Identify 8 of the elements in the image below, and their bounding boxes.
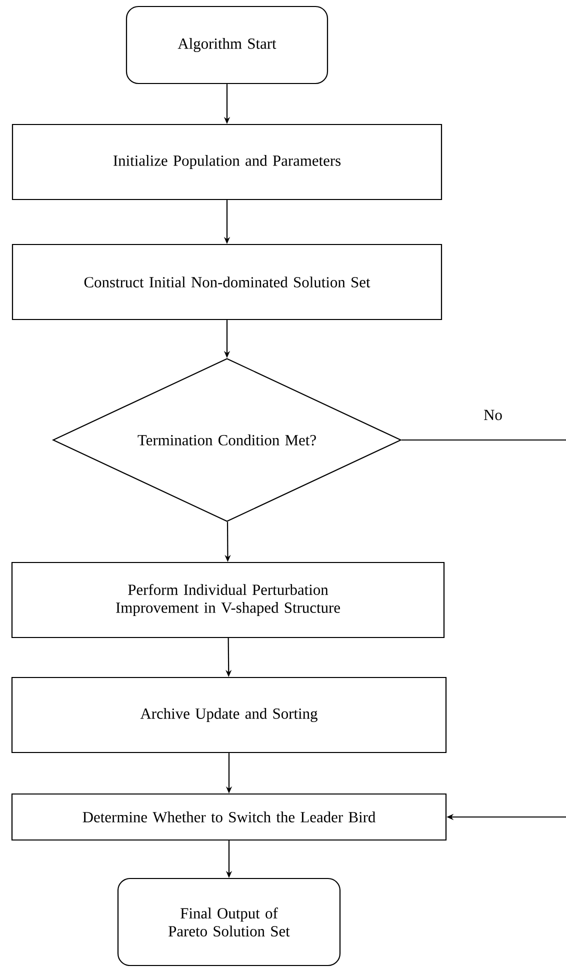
- edge-label: No: [482, 408, 504, 422]
- terminal-box: Algorithm Start: [126, 6, 328, 84]
- process-box: Initialize Population and Parameters: [12, 124, 442, 200]
- process-box: Perform Individual Perturbation Improvement in V-shaped Structure: [11, 562, 445, 638]
- process-box: Determine Whether to Switch the Leader Bird: [11, 793, 447, 841]
- process-box: Construct Initial Non-dominated Solution Set: [12, 244, 442, 320]
- process-box: Archive Update and Sorting: [11, 676, 447, 754]
- terminal-box: Final Output of Pareto Solution Set: [117, 878, 341, 966]
